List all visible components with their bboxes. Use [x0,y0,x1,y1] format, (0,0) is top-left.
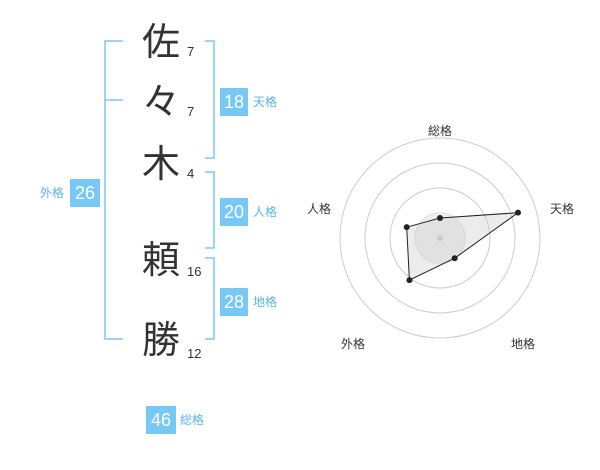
stroke-count-1: 7 [187,44,195,59]
radar-point-1 [437,215,443,221]
stroke-count-4: 16 [187,264,202,279]
radar-axis-label-3: 地格 [511,337,536,351]
stroke-count-2: 7 [187,104,195,119]
stroke-count-5: 12 [187,346,202,361]
radar-point-3 [451,255,458,262]
chikaku-label: 地格 [253,295,278,309]
radar-axis-label-1: 総格 [428,124,453,138]
radar-rings [339,137,541,339]
name-char-1: 佐 [141,20,180,64]
outer-bracket [104,40,123,340]
name-char-4: 頼 [141,238,180,282]
radar-area [406,212,520,281]
name-char-5: 勝 [141,318,180,362]
radar-chart [339,137,541,339]
radar-ring-2 [389,187,491,289]
radar-axis-label-4: 外格 [341,337,366,351]
tenkaku-badge: 18 [220,88,248,116]
jinkaku-label: 人格 [253,205,278,219]
chikaku-badge: 28 [220,288,248,316]
name-char-2: 々 [141,80,180,124]
radar-ring-4 [339,137,541,339]
gaikaku-label: 外格 [40,186,65,200]
tenkaku-bracket [205,40,215,159]
stroke-count-3: 4 [187,166,195,181]
tenkaku-label: 天格 [253,95,278,109]
radar-point-2 [514,209,521,216]
radar-axis-label-5: 人格 [307,202,332,216]
jinkaku-badge: 20 [220,198,248,226]
radar-center-dot [437,235,443,241]
soukaku-label: 総格 [180,413,205,427]
radar-point-5 [403,224,410,231]
radar-axis-label-2: 天格 [550,202,575,216]
jinkaku-bracket [205,171,215,249]
radar-point-4 [406,277,413,284]
name-char-3: 木 [141,142,180,186]
radar-points [403,209,521,284]
gaikaku-badge: 26 [70,179,100,207]
chikaku-bracket [205,257,215,340]
radar-ring-3 [364,162,516,314]
soukaku-badge: 46 [146,406,176,434]
